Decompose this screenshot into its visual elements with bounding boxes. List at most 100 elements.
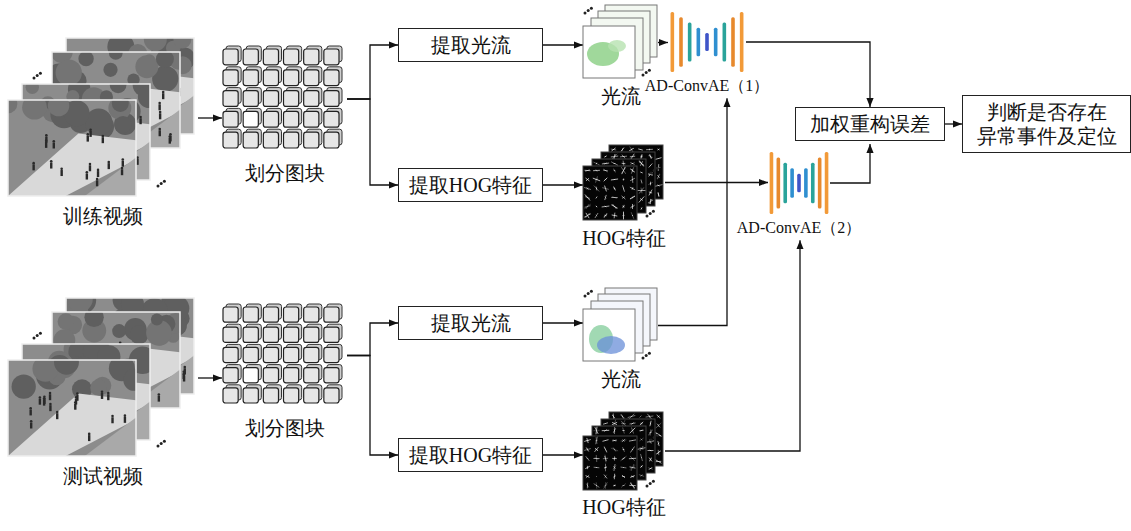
block-cube	[243, 108, 261, 127]
block-cube	[263, 385, 281, 403]
arrow-connector	[347, 99, 398, 185]
layer-bar	[825, 152, 829, 214]
flow-frame	[583, 309, 635, 361]
arrow-connector	[347, 356, 398, 456]
flow-frame	[583, 26, 635, 78]
block-cube	[243, 304, 261, 322]
ellipsis-dots	[650, 167, 659, 175]
block-cube	[243, 46, 261, 65]
video-frame	[8, 360, 136, 456]
layer-bar	[783, 163, 787, 203]
layer-bar	[705, 33, 709, 51]
ellipsis-dots	[646, 480, 655, 488]
block-cube	[304, 46, 322, 65]
block-cube	[223, 365, 241, 383]
ellipsis-dots	[33, 72, 42, 80]
process-box: 加权重构误差	[795, 107, 945, 141]
flow-illustration	[583, 288, 658, 363]
block-cube	[223, 129, 241, 148]
layer-bar	[797, 174, 801, 193]
figure-caption: 训练视频	[63, 204, 143, 228]
block-cube	[324, 304, 342, 322]
ellipsis-dots	[642, 352, 651, 360]
figure-label: HOG特征	[582, 495, 665, 519]
arrow-connector	[198, 377, 222, 378]
block-cube	[324, 344, 342, 362]
figure-caption: 测试视频	[63, 464, 143, 488]
figure-label: 训练视频	[63, 204, 143, 228]
block-cube	[223, 88, 241, 107]
block-cube	[304, 304, 322, 322]
process-box: 提取光流	[398, 306, 543, 340]
block-cube	[304, 108, 322, 127]
process-box: 提取HOG特征	[398, 438, 543, 472]
ellipsis-dots	[650, 434, 659, 442]
box-label: 加权重构误差	[810, 112, 930, 136]
block-cube	[284, 108, 302, 127]
block-cube	[284, 67, 302, 86]
figure-caption: AD-ConvAE（2）	[737, 218, 861, 237]
block-cube	[304, 365, 322, 383]
process-box: 判断是否存在 异常事件及定位	[962, 95, 1131, 153]
arrow-connector	[665, 182, 768, 183]
figure-caption: HOG特征	[582, 226, 665, 250]
block-cube	[324, 365, 342, 383]
block-cube	[243, 344, 261, 362]
grid-figure: 划分图块	[222, 45, 347, 153]
block-cube	[304, 129, 322, 148]
block-cube	[263, 344, 281, 362]
video-frame	[8, 100, 136, 196]
video-illustration	[8, 38, 198, 198]
process-box: 提取光流	[398, 28, 543, 62]
block-cube	[304, 88, 322, 107]
block-cube	[263, 88, 281, 107]
figure-caption: 划分图块	[245, 416, 325, 440]
ae-illustration	[668, 12, 746, 72]
grid-illustration	[222, 303, 347, 408]
ellipsis-dots	[157, 440, 166, 448]
block-cube	[284, 129, 302, 148]
layer-bar	[770, 152, 774, 214]
arrow-connector	[665, 240, 800, 451]
block-cube	[284, 344, 302, 362]
layer-bar	[811, 163, 815, 203]
block-cube	[284, 324, 302, 342]
layer-bar	[818, 157, 822, 208]
block-cube	[324, 88, 342, 107]
block-cube	[304, 344, 322, 362]
block-cube	[284, 304, 302, 322]
block-cube	[324, 129, 342, 148]
arrow-connector	[347, 323, 398, 356]
layer-bar	[790, 168, 794, 197]
block-cube	[263, 46, 281, 65]
arrow-connector	[746, 42, 870, 107]
figure-label: 划分图块	[245, 416, 325, 440]
box-label: 提取HOG特征	[409, 173, 532, 197]
block-cube	[304, 67, 322, 86]
video-illustration	[8, 298, 198, 458]
block-cube	[263, 67, 281, 86]
ae-figure: AD-ConvAE（1）	[668, 12, 746, 72]
figure-label: AD-ConvAE（2）	[737, 218, 861, 237]
grid-figure: 划分图块	[222, 303, 347, 408]
ellipsis-dots	[642, 69, 651, 77]
block-cube	[324, 324, 342, 342]
flow-figure: 光流	[583, 5, 658, 80]
layer-bar	[777, 157, 781, 208]
arrow-connector	[543, 184, 583, 185]
block-cube	[263, 129, 281, 148]
arrow-connector	[945, 123, 962, 124]
layer-bar	[671, 12, 675, 72]
arrow-connector	[543, 322, 583, 323]
block-cube	[263, 324, 281, 342]
layer-bar	[679, 17, 683, 67]
process-box: 提取HOG特征	[398, 168, 543, 202]
figure-caption: 划分图块	[245, 161, 325, 185]
layer-bar	[723, 23, 727, 62]
block-cube	[223, 108, 241, 127]
ellipsis-dots	[584, 290, 593, 298]
block-cube	[243, 129, 261, 148]
figure-caption: HOG特征	[582, 495, 665, 519]
box-label: 提取光流	[431, 33, 511, 57]
